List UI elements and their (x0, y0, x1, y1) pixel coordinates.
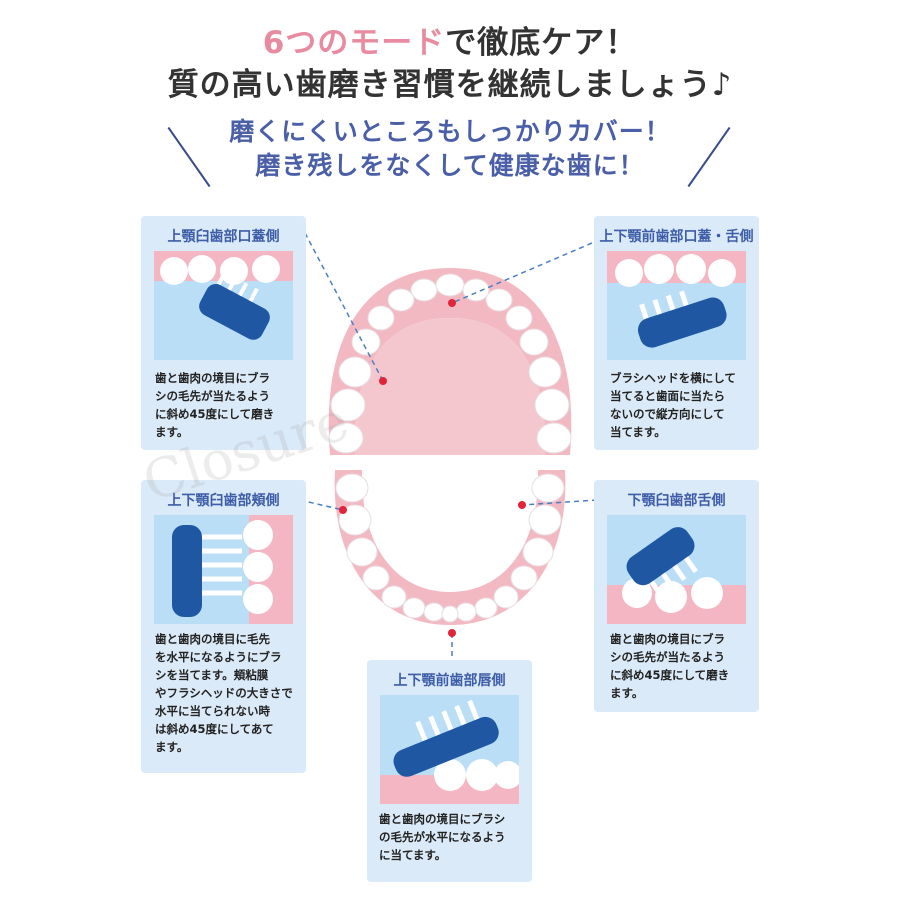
brushing-photo (380, 695, 519, 804)
headline-line1-rest: で徹底ケア！ (445, 25, 638, 61)
brushing-photo (154, 251, 293, 360)
card-title: 上下顎臼歯部頬側 (167, 493, 280, 509)
card-title: 上下顎前歯部口蓋・舌側 (599, 229, 754, 245)
card-description: ブラシヘッドを横にして 当てると歯面に当たら ないので縦方向にして 当てます。 (610, 371, 736, 439)
headline-accent: 6つのモード (262, 25, 446, 61)
brushing-photo (607, 251, 746, 360)
subheading-line2: 磨き残しをなくして健康な歯に！ (255, 151, 645, 180)
brushing-photo (607, 515, 746, 624)
toothbrush-illustration (607, 251, 746, 348)
card-description: 歯と歯肉の境目に毛先 を水平になるようにブラ シを当てます。頬粘膜 やフラシヘッ… (155, 632, 293, 754)
card-front-palatal-lingual: 上下顎前歯部口蓋・舌側 ブラシヘッドを横にして 当てると歯面に当たら ないので縦… (594, 216, 759, 450)
card-description: 歯と歯肉の境目にブラ シの毛先が当たるよう に斜め45度にして磨き ます。 (610, 632, 730, 700)
subheading: 磨くにくいところもしっかりカバー！ 磨き残しをなくして健康な歯に！ (0, 115, 900, 190)
card-title: 下顎臼歯部舌側 (627, 493, 726, 509)
card-description: 歯と歯肉の境目にブラ シの毛先が当たるよう に斜め45度にして磨き ます。 (155, 371, 275, 439)
card-title: 上下顎前歯部唇側 (393, 673, 506, 689)
card-description: 歯と歯肉の境目にブラシ の毛先が水平になるよう に当てます。 (379, 812, 506, 862)
toothbrush-illustration (154, 251, 293, 340)
upper-teeth (328, 273, 572, 454)
subheading-text: 磨くにくいところもしっかりカバー！ 磨き残しをなくして健康な歯に！ (0, 115, 900, 183)
card-lower-molar-lingual: 下顎臼歯部舌側 歯と歯肉の境目にブラ シの毛先が当たるよう に斜め45度にして磨… (594, 480, 759, 712)
card-front-labial: 上下顎前歯部唇側 歯と歯肉の境目にブラシ の毛先が水平になるよう に当てます。 (367, 660, 532, 882)
headline: 6つのモードで徹底ケア！ 質の高い歯磨き習慣を継続しましょう♪ (0, 22, 900, 106)
headline-line2: 質の高い歯磨き習慣を継続しましょう♪ (167, 67, 733, 103)
headline-line1: 6つのモードで徹底ケア！ (0, 22, 900, 64)
card-molar-buccal: 上下顎臼歯部頬側 歯と歯肉の境目に毛先 を水平になるようにブラ シを当てます。頬… (141, 480, 306, 773)
lower-gum-arch (334, 470, 566, 625)
brushing-photo (154, 515, 293, 624)
target-dots (339, 299, 526, 637)
card-upper-molar-palatal: 上顎臼歯部口蓋側 歯と歯肉の境目にブラ シの毛先が当たるよう に斜め45度にして… (141, 216, 306, 450)
toothbrush-illustration (172, 515, 293, 624)
card-title: 上顎臼歯部口蓋側 (167, 229, 280, 245)
toothbrush-illustration (380, 699, 519, 804)
toothbrush-illustration (607, 527, 746, 624)
upper-gum-arch (328, 268, 572, 455)
upper-palate (354, 318, 546, 455)
subheading-line1: 磨くにくいところもしっかりカバー！ (229, 117, 671, 146)
lower-teeth (335, 473, 565, 623)
